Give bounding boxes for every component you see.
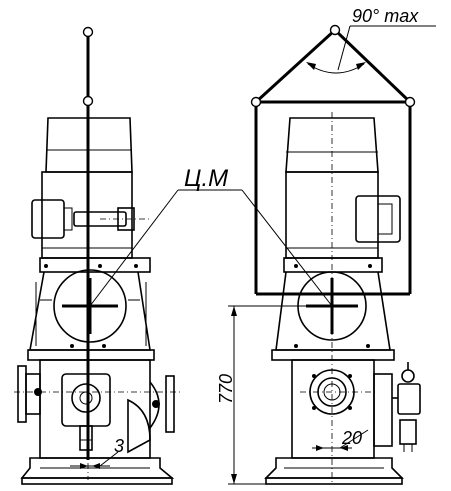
offset-dimension-left-label: 3 xyxy=(114,436,124,456)
dimension-3 xyxy=(70,451,119,469)
right-pump-view xyxy=(228,24,436,485)
height-dimension-label: 770 xyxy=(216,374,236,404)
bracket-left xyxy=(27,257,155,361)
base-right xyxy=(264,457,404,485)
lifting-sling xyxy=(250,24,436,296)
offset-dimension-right-label: 20 xyxy=(341,428,362,448)
dimension-20 xyxy=(312,429,369,451)
bracket-right xyxy=(271,257,395,361)
motor-right xyxy=(285,112,401,260)
center-of-mass-label: Ц.М xyxy=(184,165,228,192)
center-of-mass-leaders xyxy=(89,189,333,307)
base-left xyxy=(20,457,175,485)
pump-casing-left xyxy=(17,359,175,459)
angle-label: 90° max xyxy=(352,6,419,26)
motor-body-left xyxy=(31,171,150,259)
left-pump-view xyxy=(14,26,180,485)
dimension-770 xyxy=(228,305,306,485)
pump-casing-right xyxy=(291,359,421,459)
